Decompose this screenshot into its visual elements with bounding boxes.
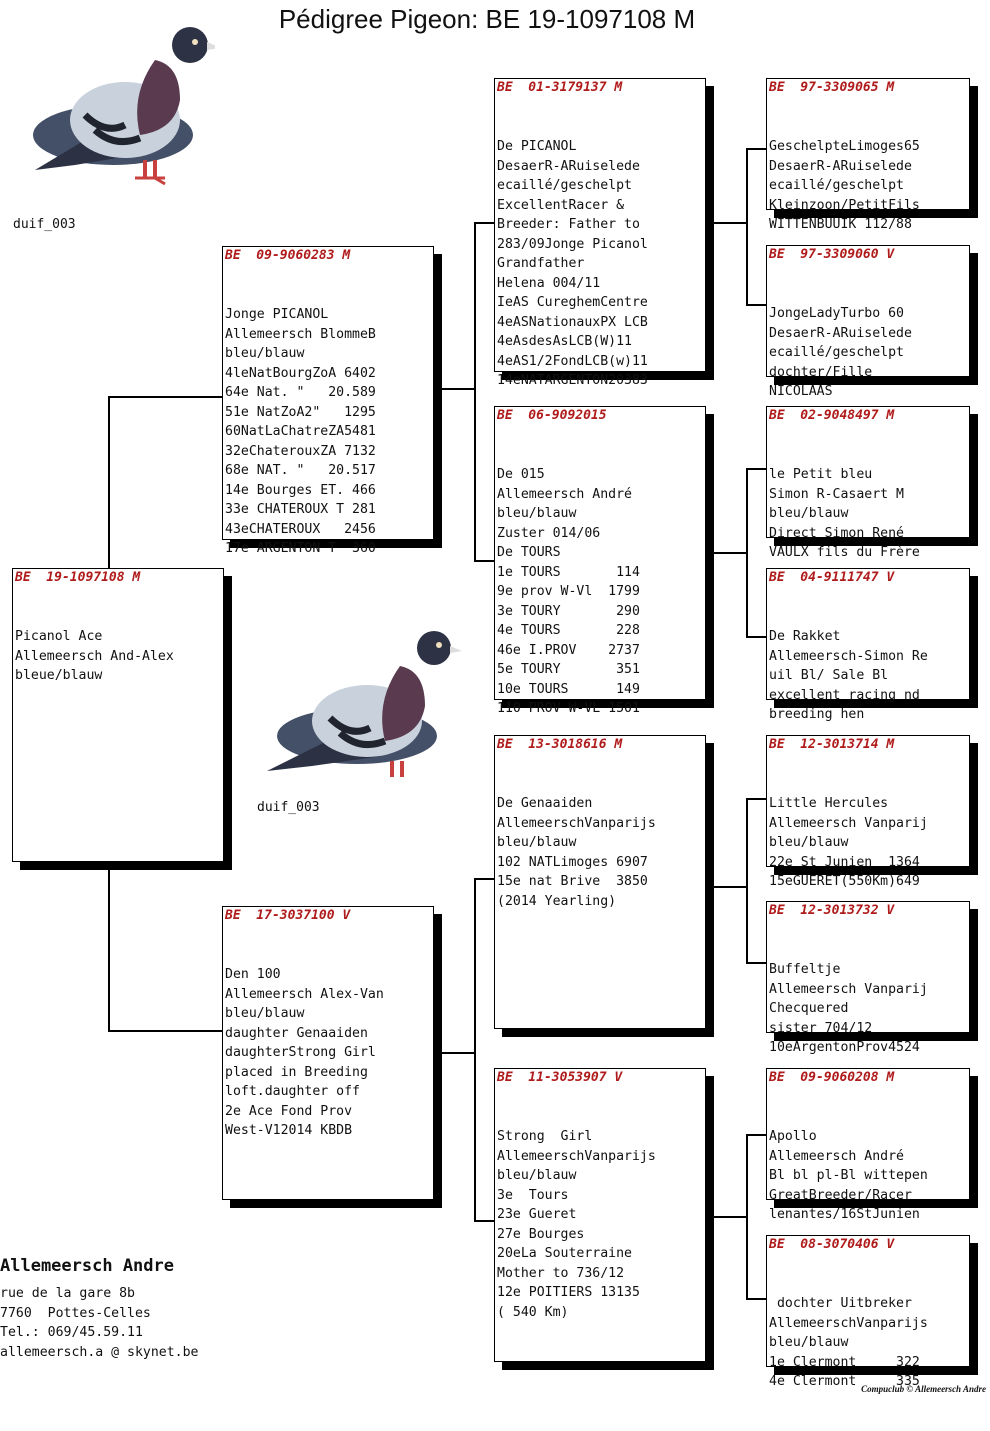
ring-number: BE 02-9048497 M	[769, 408, 895, 423]
connector-line	[746, 148, 748, 306]
connector-line	[712, 886, 748, 888]
ring-number: BE 09-9060208 M	[769, 1070, 895, 1085]
connector-line	[474, 222, 496, 224]
pigeon-photo	[267, 631, 462, 777]
connector-line	[474, 878, 476, 1222]
breeder-name: Allemeersch Andre	[0, 1256, 174, 1276]
photo-caption: duif_003	[13, 217, 76, 232]
connector-line	[108, 870, 110, 1032]
connector-line	[746, 1298, 768, 1300]
breeder-phone: Tel.: 069/45.59.11	[0, 1325, 143, 1340]
ring-number: BE 13-3018616 M	[497, 737, 623, 752]
ring-number: BE 97-3309060 V	[769, 247, 895, 262]
connector-line	[474, 560, 496, 562]
footer-credit: Compuclub © Allemeersch Andre	[861, 1384, 986, 1394]
photo-caption: duif_003	[257, 800, 320, 815]
connector-line	[108, 396, 110, 572]
breeder-email: allemeersch.a @ skynet.be	[0, 1344, 199, 1360]
connector-line	[746, 468, 748, 638]
breeder-address: rue de la gare 8b	[0, 1286, 135, 1301]
ring-number: BE 12-3013732 V	[769, 903, 895, 918]
connector-line	[712, 222, 748, 224]
connector-line	[474, 878, 496, 880]
connector-line	[746, 304, 768, 306]
ring-number: BE 06-9092015	[497, 408, 607, 423]
page-title: Pédigree Pigeon: BE 19-1097108 M	[278, 4, 696, 34]
connector-line	[746, 1134, 768, 1136]
connector-line	[746, 468, 768, 470]
ring-number: BE 12-3013714 M	[769, 737, 895, 752]
ring-number: BE 97-3309065 M	[769, 80, 895, 95]
connector-line	[746, 798, 768, 800]
breeder-city: 7760 Pottes-Celles	[0, 1305, 151, 1321]
connector-line	[746, 1134, 748, 1300]
connector-line	[746, 798, 748, 964]
connector-line	[712, 552, 748, 554]
connector-line	[474, 222, 476, 562]
connector-line	[108, 1030, 224, 1032]
connector-line	[440, 388, 476, 390]
connector-line	[746, 962, 768, 964]
ring-number: BE 11-3053907 V	[497, 1070, 623, 1085]
breeder-info: Allemeersch Andre rue de la gare 8b 7760…	[0, 1256, 199, 1362]
ring-number: BE 19-1097108 M	[15, 570, 141, 585]
ring-number: BE 08-3070406 V	[769, 1237, 895, 1252]
pigeon-photo	[33, 27, 215, 186]
ring-number: BE 17-3037100 V	[225, 908, 351, 923]
ring-number: BE 09-9060283 M	[225, 248, 351, 263]
connector-line	[746, 148, 768, 150]
connector-line	[712, 1216, 748, 1218]
connector-line	[108, 396, 224, 398]
ring-number: BE 04-9111747 V	[769, 570, 895, 585]
connector-line	[474, 1220, 496, 1222]
ring-number: BE 01-3179137 M	[497, 80, 623, 95]
connector-line	[746, 636, 768, 638]
connector-line	[440, 1052, 476, 1054]
